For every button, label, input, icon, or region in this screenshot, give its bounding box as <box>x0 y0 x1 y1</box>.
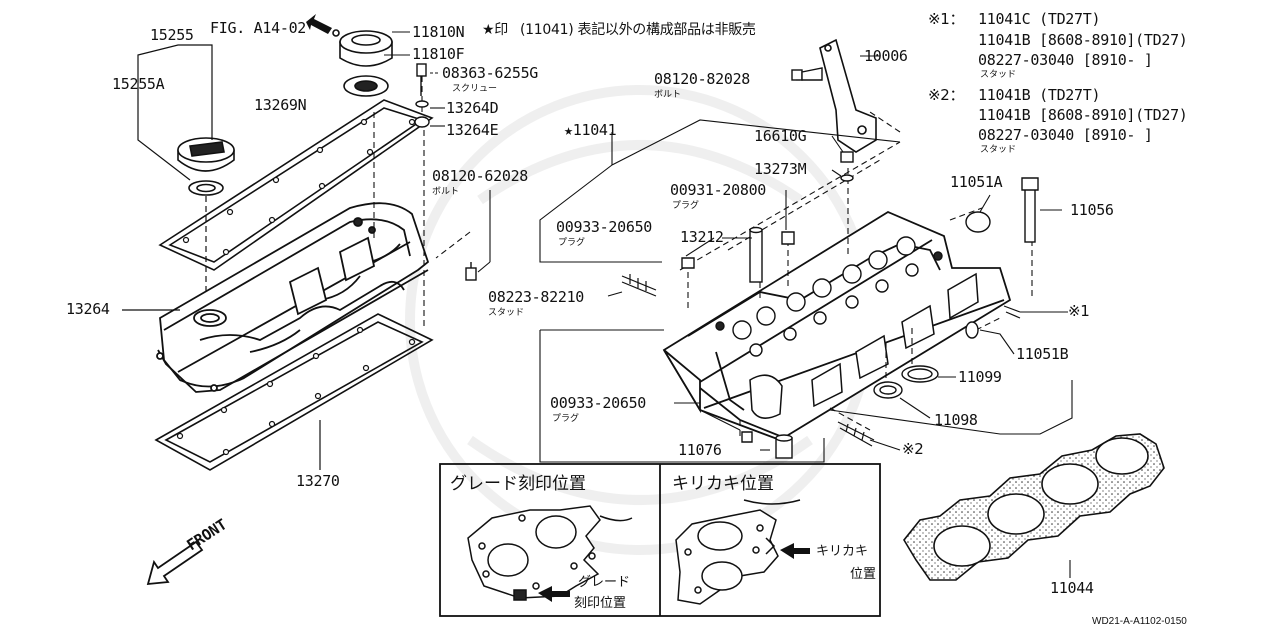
part-11098[interactable]: 11098 <box>934 411 978 429</box>
inset-left-arrow-icon <box>538 586 570 602</box>
breather-cap <box>332 29 393 97</box>
bracket-bolt <box>791 67 823 81</box>
part-00933-a-sub: プラグ <box>558 238 586 248</box>
footnote-1-mark: ※1： <box>928 10 965 28</box>
footnote-1-line-1: 11041C (TD27T) <box>978 10 1101 28</box>
part-11810F[interactable]: 11810F <box>412 45 465 63</box>
filler-cap-leaders <box>137 44 213 305</box>
top-small-parts <box>414 63 430 128</box>
part-00931-20800[interactable]: 00931-20800 <box>670 181 767 199</box>
part-11041[interactable]: ★11041 <box>564 121 617 139</box>
part-11099[interactable]: 11099 <box>958 368 1002 386</box>
fig-arrow-icon <box>306 14 332 34</box>
part-08120-82028[interactable]: 08120-82028 <box>654 70 751 88</box>
part-08120-62028[interactable]: 08120-62028 <box>432 167 529 185</box>
inset-right-arrow-icon <box>780 543 810 559</box>
footnote-2-sub: スタッド <box>980 145 1017 155</box>
top-leaders <box>384 31 445 127</box>
part-08363-sub: スクリュー <box>452 84 498 94</box>
footnote-2-mark: ※2： <box>928 86 965 104</box>
part-08120-62028-sub: ボルト <box>432 187 460 197</box>
footnote-2-line-1: 11041B (TD27T) <box>978 86 1101 104</box>
footnote-1-line-2: 11041B [8608-8910](TD27) <box>978 31 1188 49</box>
part-15255A[interactable]: 15255A <box>112 75 165 93</box>
note-text: (11041) 表記以外の構成部品は非販売 <box>520 22 756 38</box>
footnote-1-line-3: 08227-03040 [8910- ] <box>978 51 1153 69</box>
part-16610G[interactable]: 16610G <box>754 127 807 145</box>
cover-bolt <box>465 190 491 281</box>
head-gasket <box>903 433 1165 581</box>
part-08223-sub: スタッド <box>488 308 525 318</box>
note-mark: ★印 <box>482 22 508 38</box>
inset-right-title: キリカキ位置 <box>672 474 774 494</box>
part-08223-82210[interactable]: 08223-82210 <box>488 288 585 306</box>
part-note-1[interactable]: ※1 <box>1068 302 1090 320</box>
part-11810N[interactable]: 11810N <box>412 23 465 41</box>
rocker-cover <box>156 202 430 393</box>
part-13269N[interactable]: 13269N <box>254 96 307 114</box>
part-11044[interactable]: 11044 <box>1050 579 1094 597</box>
part-11056[interactable]: 11056 <box>1070 201 1114 219</box>
part-13264E[interactable]: 13264E <box>446 121 499 139</box>
head-leaders <box>539 55 1073 463</box>
part-00933-20650-a[interactable]: 00933-20650 <box>556 218 653 236</box>
footnote-1-sub: スタッド <box>980 70 1017 80</box>
cylinder-head <box>662 210 1012 441</box>
head-assembly-dashes <box>679 111 1033 452</box>
inset-right-gasket <box>675 499 801 605</box>
part-11076[interactable]: 11076 <box>678 441 722 459</box>
part-11051B[interactable]: 11051B <box>1016 345 1069 363</box>
head-small-parts <box>681 151 1039 459</box>
oil-filler-cap <box>177 137 235 196</box>
part-10006[interactable]: 10006 <box>864 47 908 65</box>
footnote-2-line-2: 11041B [8608-8910](TD27) <box>978 106 1188 124</box>
diagram-code: WD21-A-A1102-0150 <box>1092 616 1187 627</box>
part-13273M[interactable]: 13273M <box>754 160 807 178</box>
part-13270[interactable]: 13270 <box>296 472 340 490</box>
part-00933-20650-b[interactable]: 00933-20650 <box>550 394 647 412</box>
rocker-gasket-lower <box>154 313 434 471</box>
part-15255[interactable]: 15255 <box>150 26 194 44</box>
part-08363-6255G[interactable]: 08363-6255G <box>442 64 539 82</box>
studs <box>621 274 1021 447</box>
lifting-bracket <box>819 38 877 153</box>
part-08120-82028-sub: ボルト <box>654 90 682 100</box>
part-11051A[interactable]: 11051A <box>950 173 1003 191</box>
part-note-2[interactable]: ※2 <box>902 440 924 458</box>
footnote-2-line-3: 08227-03040 [8910- ] <box>978 126 1153 144</box>
part-13264[interactable]: 13264 <box>66 300 110 318</box>
front-arrow-icon <box>146 540 204 586</box>
inset-left-gasket <box>467 505 633 601</box>
part-00933-b-sub: プラグ <box>552 414 580 424</box>
inset-left-title: グレード刻印位置 <box>450 474 586 494</box>
inset-frames <box>439 463 881 617</box>
inset-left-callout-2: 刻印位置 <box>574 596 627 611</box>
part-00931-sub: プラグ <box>672 201 700 211</box>
part-13264D[interactable]: 13264D <box>446 99 499 117</box>
inset-right-callout-1: キリカキ <box>816 544 869 559</box>
inset-left-callout-1: グレード <box>578 575 631 590</box>
inset-right-callout-2: 位置 <box>850 567 877 582</box>
fig-reference[interactable]: FIG. A14-02 <box>210 19 307 37</box>
part-13212[interactable]: 13212 <box>680 228 724 246</box>
